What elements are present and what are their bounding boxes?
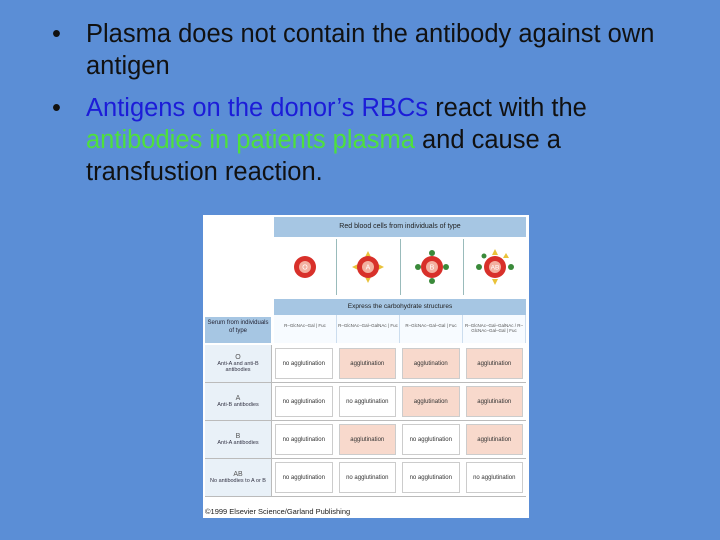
row-label-b: B Anti-A antibodies bbox=[205, 421, 272, 458]
serum-type: A bbox=[235, 395, 241, 402]
bullet-2-green-text: antibodies in patients plasma bbox=[86, 126, 415, 154]
bullet-2-text-a: react with the bbox=[428, 94, 587, 122]
table-row: AB No antibodies to A or B no agglutinat… bbox=[205, 459, 526, 497]
result-cell: agglutination bbox=[465, 386, 523, 417]
rbc-b-icon: B bbox=[414, 250, 449, 284]
rbc-o-icon: O bbox=[294, 256, 317, 278]
rbc-cell-o: O bbox=[274, 239, 338, 295]
rbc-cell-a: A bbox=[337, 239, 401, 295]
table-row: O Anti-A and anti-B antibodies no agglut… bbox=[205, 345, 526, 383]
table-row: A Anti-B antibodies no agglutination no … bbox=[205, 383, 526, 421]
carb-structure-b: R–GlcNAc–Gal–Gal | Fuc bbox=[400, 315, 463, 343]
rbc-cell-ab: AB bbox=[464, 239, 526, 295]
bullet-2-blue-text: Antigens on the donor’s RBCs bbox=[86, 94, 429, 122]
carbohydrate-header: Express the carbohydrate structures bbox=[274, 299, 526, 315]
rbc-cells-row: O A B AB bbox=[274, 239, 526, 295]
serum-type: AB bbox=[233, 471, 243, 478]
rbc-ab-label: AB bbox=[491, 265, 500, 272]
antibody-text: Anti-A antibodies bbox=[217, 440, 259, 446]
agglutination-grid: O Anti-A and anti-B antibodies no agglut… bbox=[205, 345, 526, 497]
antibody-text: No antibodies to A or B bbox=[210, 478, 266, 484]
result-cell: no agglutination bbox=[275, 386, 333, 417]
result-cell: no agglutination bbox=[338, 386, 396, 417]
table-row: B Anti-A antibodies no agglutination agg… bbox=[205, 421, 526, 459]
row-label-o: O Anti-A and anti-B antibodies bbox=[205, 345, 272, 382]
result-cell: no agglutination bbox=[338, 462, 396, 493]
bullet-dot: • bbox=[52, 20, 61, 48]
rbc-b-label: B bbox=[429, 265, 434, 272]
result-cell: agglutination bbox=[402, 386, 460, 417]
antibody-text: Anti-A and anti-B antibodies bbox=[217, 361, 259, 373]
carb-structure-ab: R–GlcNAc–Gal–GalNAc / R–GlcNAc–Gal–Gal |… bbox=[463, 315, 526, 343]
bullet-1: • Plasma does not contain the antibody a… bbox=[52, 18, 692, 82]
figure-credit: ©1999 Elsevier Science/Garland Publishin… bbox=[205, 507, 351, 516]
bullet-1-text: Plasma does not contain the antibody aga… bbox=[86, 20, 655, 80]
bullet-list: • Plasma does not contain the antibody a… bbox=[52, 18, 692, 198]
rbc-o-label: O bbox=[302, 265, 308, 272]
bullet-2: • Antigens on the donor’s RBCs react wit… bbox=[52, 92, 692, 188]
carb-structure-o: R–GlcNAc–Gal | Fuc bbox=[274, 315, 337, 343]
bullet-2-text-b: and cause a transfustion reaction. bbox=[86, 126, 561, 186]
rbc-ab-icon: AB bbox=[475, 249, 514, 285]
carb-structure-a: R–GlcNAc–Gal–GalNAc | Fuc bbox=[337, 315, 400, 343]
result-cell: no agglutination bbox=[275, 424, 333, 455]
result-cell: no agglutination bbox=[275, 462, 333, 493]
antibody-text: Anti-B antibodies bbox=[217, 402, 259, 408]
carbohydrate-row: R–GlcNAc–Gal | Fuc R–GlcNAc–Gal–GalNAc |… bbox=[274, 315, 526, 343]
bullet-dot: • bbox=[52, 94, 61, 122]
blood-type-figure: Red blood cells from individuals of type… bbox=[203, 215, 529, 518]
rbc-a-label: A bbox=[366, 265, 371, 272]
result-cell: agglutination bbox=[338, 424, 396, 455]
rbc-cell-b: B bbox=[401, 239, 464, 295]
result-cell: agglutination bbox=[465, 424, 523, 455]
result-cell: no agglutination bbox=[402, 462, 460, 493]
rbc-a-icon: A bbox=[352, 251, 385, 283]
result-cell: agglutination bbox=[402, 348, 460, 379]
serum-type: B bbox=[235, 433, 241, 440]
row-label-ab: AB No antibodies to A or B bbox=[205, 459, 272, 496]
result-cell: agglutination bbox=[338, 348, 396, 379]
result-cell: no agglutination bbox=[275, 348, 333, 379]
result-cell: no agglutination bbox=[402, 424, 460, 455]
result-cell: agglutination bbox=[465, 348, 523, 379]
figure-header: Red blood cells from individuals of type bbox=[274, 217, 526, 237]
serum-type: O bbox=[235, 354, 241, 361]
row-label-a: A Anti-B antibodies bbox=[205, 383, 272, 420]
result-cell: no agglutination bbox=[465, 462, 523, 493]
serum-header: Serum from individuals of type bbox=[205, 317, 271, 343]
